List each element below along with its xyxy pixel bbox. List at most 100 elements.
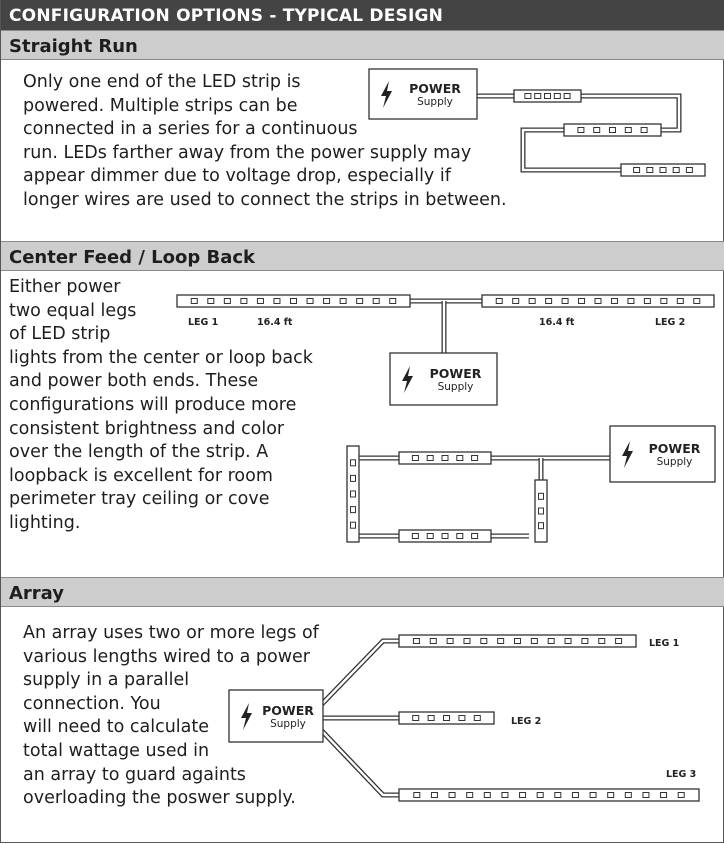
- led-chip: [578, 298, 586, 304]
- led-chip: [538, 507, 544, 515]
- leg-label: LEG 1: [188, 317, 218, 328]
- leg-label: LEG 3: [666, 769, 696, 780]
- led-chip: [497, 638, 505, 644]
- led-chip: [627, 298, 635, 304]
- led-chip: [466, 792, 474, 798]
- led-chip: [524, 93, 532, 99]
- led-chip: [207, 298, 215, 304]
- led-chip: [640, 127, 648, 133]
- led-chip: [676, 298, 684, 304]
- led-chip: [456, 533, 464, 539]
- wire-inner: [521, 128, 621, 172]
- led-chip: [350, 521, 356, 529]
- led-chip: [563, 93, 571, 99]
- wire-inner: [581, 94, 681, 132]
- led-chip: [427, 715, 435, 721]
- led-chip: [446, 638, 454, 644]
- led-chip: [429, 638, 437, 644]
- led-chip: [609, 127, 616, 133]
- led-chip: [426, 455, 434, 461]
- lightning-bolt-icon: [402, 366, 413, 393]
- led-chip: [571, 792, 579, 798]
- text-line: connected in a series for a continuous: [23, 119, 358, 140]
- led-strip-icon: [620, 163, 706, 177]
- text-line: lighting.: [9, 512, 81, 533]
- led-chip: [471, 455, 479, 461]
- power-supply-border: [228, 689, 324, 743]
- text-line: overloading the poswer supply.: [23, 788, 296, 809]
- led-strip-icon: [513, 89, 582, 103]
- text-line: over the length of the strip. A: [9, 442, 269, 463]
- led-strip-icon: [398, 529, 492, 543]
- led-chip: [339, 298, 347, 304]
- led-chip: [441, 533, 449, 539]
- led-chip: [190, 298, 198, 304]
- led-chip: [456, 455, 464, 461]
- led-chip: [441, 455, 449, 461]
- text-line: powered. Multiple strips can be: [23, 95, 298, 116]
- power-label: POWER: [409, 81, 461, 96]
- text-line: supply in a parallel: [23, 670, 190, 691]
- led-chip: [514, 638, 521, 644]
- text-line: two equal legs: [9, 300, 137, 321]
- led-chip: [501, 792, 509, 798]
- led-chip: [519, 792, 527, 798]
- leg-label: LEG 2: [655, 317, 685, 328]
- led-chip: [426, 533, 434, 539]
- led-chip: [581, 638, 589, 644]
- led-chip: [554, 792, 562, 798]
- text-line: of LED strip: [9, 324, 111, 345]
- text-line: lights from the center or loop back: [9, 347, 313, 368]
- led-chip: [223, 298, 231, 304]
- supply-label: Supply: [417, 96, 453, 108]
- wire-inner: [320, 729, 399, 797]
- led-chip: [685, 167, 693, 173]
- center-feed-description: Either power two equal legs of LED strip…: [9, 276, 313, 536]
- section-heading-straight-run: Straight Run: [1, 30, 724, 60]
- led-chip: [538, 522, 544, 530]
- led-chip: [350, 474, 356, 482]
- supply-label: Supply: [438, 381, 474, 393]
- led-chip: [448, 792, 456, 798]
- led-chip: [660, 792, 668, 798]
- led-chip: [553, 93, 561, 99]
- led-chip: [473, 715, 481, 721]
- supply-label: Supply: [270, 718, 306, 730]
- led-chip: [615, 638, 623, 644]
- power-label: POWER: [649, 441, 701, 456]
- text-line: various lengths wired to a power: [23, 646, 311, 667]
- led-chip: [672, 167, 680, 173]
- led-chip: [589, 792, 597, 798]
- led-chip: [411, 533, 419, 539]
- led-chip: [538, 492, 544, 500]
- led-strip-icon: [398, 451, 492, 465]
- leg-label: LEG 1: [649, 638, 679, 649]
- led-chip: [350, 459, 356, 467]
- array-description: An array uses two or more legs of variou…: [23, 622, 319, 811]
- led-chip: [577, 127, 585, 133]
- section-heading-array: Array: [1, 577, 724, 607]
- wire-inner: [320, 639, 399, 706]
- led-chip: [534, 93, 542, 99]
- text-line: appear dimmer due to voltage drop, espec…: [23, 166, 451, 187]
- led-strip-body: [398, 788, 700, 802]
- length-label: 16.4 ft: [257, 317, 293, 328]
- led-chip: [306, 298, 314, 304]
- led-chip: [607, 792, 615, 798]
- led-chip: [290, 298, 297, 304]
- text-line: run. LEDs farther away from the power su…: [23, 142, 472, 163]
- led-chip: [512, 298, 520, 304]
- led-strip-icon: [563, 123, 662, 137]
- text-line: and power both ends. These: [9, 371, 259, 392]
- led-strip-icon: [398, 711, 495, 725]
- led-chip: [495, 298, 503, 304]
- led-chip: [463, 638, 471, 644]
- wire: [319, 728, 399, 798]
- led-chip: [646, 167, 654, 173]
- lightning-bolt-icon: [381, 81, 392, 108]
- led-chip: [350, 490, 356, 498]
- led-chip: [412, 638, 420, 644]
